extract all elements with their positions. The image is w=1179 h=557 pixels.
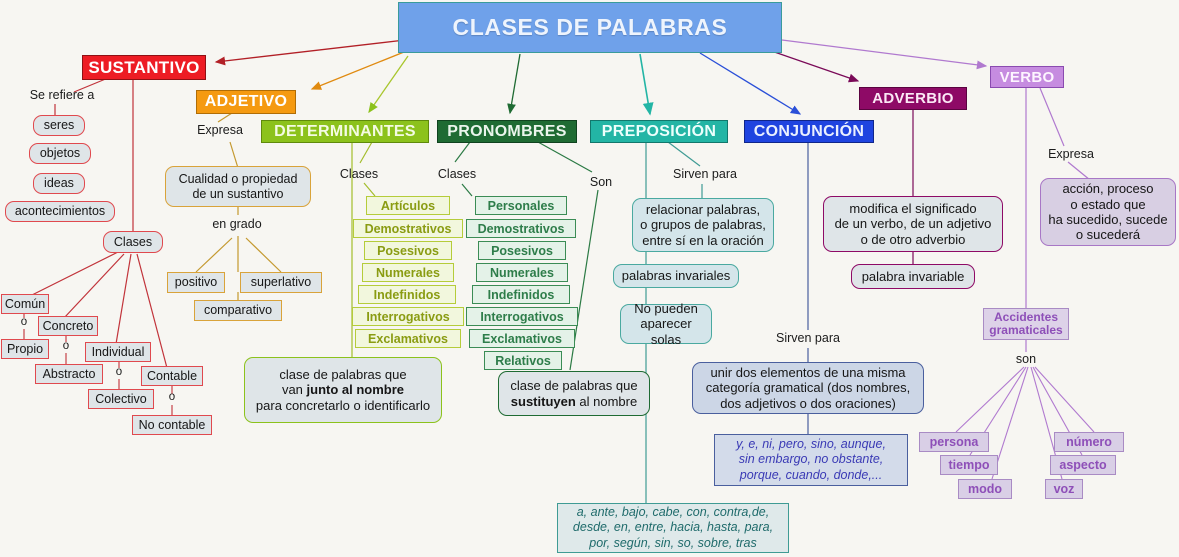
sustantivo-item-objetos: objetos: [29, 143, 91, 164]
pronombres-definition: clase de palabras que sustituyen al nomb…: [498, 371, 650, 416]
conjuncion-list: y, e, ni, pero, sino, aunque, sin embarg…: [714, 434, 908, 486]
link-label-son-pronombres: Son: [589, 175, 613, 189]
page-title: CLASES DE PALABRAS: [398, 2, 782, 53]
link-label-son-verbo: son: [1015, 352, 1037, 366]
adverbio-property: palabra invariable: [851, 264, 975, 289]
sustantivo-item-ideas: ideas: [33, 173, 85, 194]
sustantivo-class-concreto: Concreto: [38, 316, 98, 336]
accidentes-line-1: Accidentes: [993, 309, 1059, 324]
header-verbo[interactable]: VERBO: [990, 66, 1064, 88]
accidente-modo: modo: [958, 479, 1012, 499]
determinante-demostrativos: Demostrativos: [353, 219, 463, 238]
determinante-numerales: Numerales: [362, 263, 454, 282]
sustantivo-class-contable: Contable: [141, 366, 203, 386]
link-label-expresa-adjetivo: Expresa: [197, 123, 243, 137]
link-label-clases-pronombres: Clases: [437, 167, 477, 181]
preposicion-list: a, ante, bajo, cabe, con, contra,de, des…: [557, 503, 789, 553]
sustantivo-class-individual: Individual: [85, 342, 151, 362]
determinantes-definition-line1: clase de palabras que: [279, 367, 407, 382]
preposicion-box-invariables: palabras invariales: [613, 264, 739, 288]
determinantes-definition-line2: van junto al nombre: [281, 382, 405, 398]
accidente-aspecto: aspecto: [1050, 455, 1116, 475]
pronombre-indefinidos: Indefinidos: [472, 285, 570, 304]
link-label-se-refiere-a: Se refiere a: [29, 88, 95, 102]
header-pronombres[interactable]: PRONOMBRES: [437, 120, 577, 143]
pronombres-definition-line2: sustituyen al nombre: [510, 393, 638, 409]
adjetivo-grado-comparativo: comparativo: [194, 300, 282, 321]
adverbio-definition: modifica el significado de un verbo, de …: [823, 196, 1003, 252]
header-preposicion[interactable]: PREPOSICIÓN: [590, 120, 728, 143]
link-label-clases-determinantes: Clases: [339, 167, 379, 181]
sustantivo-class-propio: Propio: [1, 339, 49, 359]
link-label-sirven-para-conjuncion: Sirven para: [776, 331, 840, 345]
determinantes-definition-line3: para concretarlo o identificarlo: [255, 397, 431, 413]
header-adverbio[interactable]: ADVERBIO: [859, 87, 967, 110]
accidente-numero: número: [1054, 432, 1124, 452]
adjetivo-grado-superlativo: superlativo: [240, 272, 322, 293]
sustantivo-item-acontecimientos: acontecimientos: [5, 201, 115, 222]
pronombre-demostrativos: Demostrativos: [466, 219, 576, 238]
sustantivo-class-colectivo: Colectivo: [88, 389, 154, 409]
accidentes-line-2: gramaticales: [989, 323, 1063, 337]
verbo-accidentes-gramaticales: Accidentes gramaticales: [983, 308, 1069, 340]
o-label-3: o: [115, 366, 123, 378]
determinante-indefinidos: Indefinidos: [358, 285, 456, 304]
accidente-voz: voz: [1045, 479, 1083, 499]
adjetivo-definition: Cualidad o propiedad de un sustantivo: [165, 166, 311, 207]
o-label-1: o: [20, 316, 28, 328]
header-conjuncion[interactable]: CONJUNCIÓN: [744, 120, 874, 143]
accidente-persona: persona: [919, 432, 989, 452]
link-label-sirven-para-preposicion: Sirven para: [673, 167, 737, 181]
pronombre-exclamativos: Exclamativos: [469, 329, 575, 348]
header-adjetivo[interactable]: ADJETIVO: [196, 90, 296, 114]
preposicion-box-no-solas: No pueden aparecer solas: [620, 301, 712, 347]
header-determinantes[interactable]: DETERMINANTES: [261, 120, 429, 143]
pronombre-relativos: Relativos: [484, 351, 562, 370]
o-label-2: o: [62, 340, 70, 352]
adjetivo-grado-positivo: positivo: [167, 272, 225, 293]
sustantivo-item-seres: seres: [33, 115, 85, 136]
determinante-exclamativos: Exclamativos: [355, 329, 461, 348]
pronombre-numerales: Numerales: [476, 263, 568, 282]
determinante-posesivos: Posesivos: [364, 241, 452, 260]
sustantivo-class-comun: Común: [1, 294, 49, 314]
conjuncion-definition: unir dos elementos de una misma categorí…: [692, 362, 924, 414]
determinante-interrogativos: Interrogativos: [352, 307, 464, 326]
verbo-definition: acción, proceso o estado que ha sucedido…: [1040, 178, 1176, 246]
sustantivo-class-no-contable: No contable: [132, 415, 212, 435]
header-sustantivo[interactable]: SUSTANTIVO: [82, 55, 206, 80]
sustantivo-clases-node: Clases: [103, 231, 163, 253]
pronombres-definition-line1: clase de palabras que: [510, 378, 638, 394]
sustantivo-class-abstracto: Abstracto: [35, 364, 103, 384]
link-label-expresa-verbo: Expresa: [1048, 147, 1094, 161]
link-label-en-grado: en grado: [212, 217, 262, 231]
pronombre-personales: Personales: [475, 196, 567, 215]
accidente-tiempo: tiempo: [940, 455, 998, 475]
preposicion-box-relacionar: relacionar palabras, o grupos de palabra…: [632, 198, 774, 252]
determinante-articulos: Artículos: [366, 196, 450, 215]
pronombre-interrogativos: Interrogativos: [466, 307, 578, 326]
determinantes-definition: clase de palabras que van junto al nombr…: [244, 357, 442, 423]
pronombre-posesivos: Posesivos: [478, 241, 566, 260]
o-label-4: o: [168, 391, 176, 403]
